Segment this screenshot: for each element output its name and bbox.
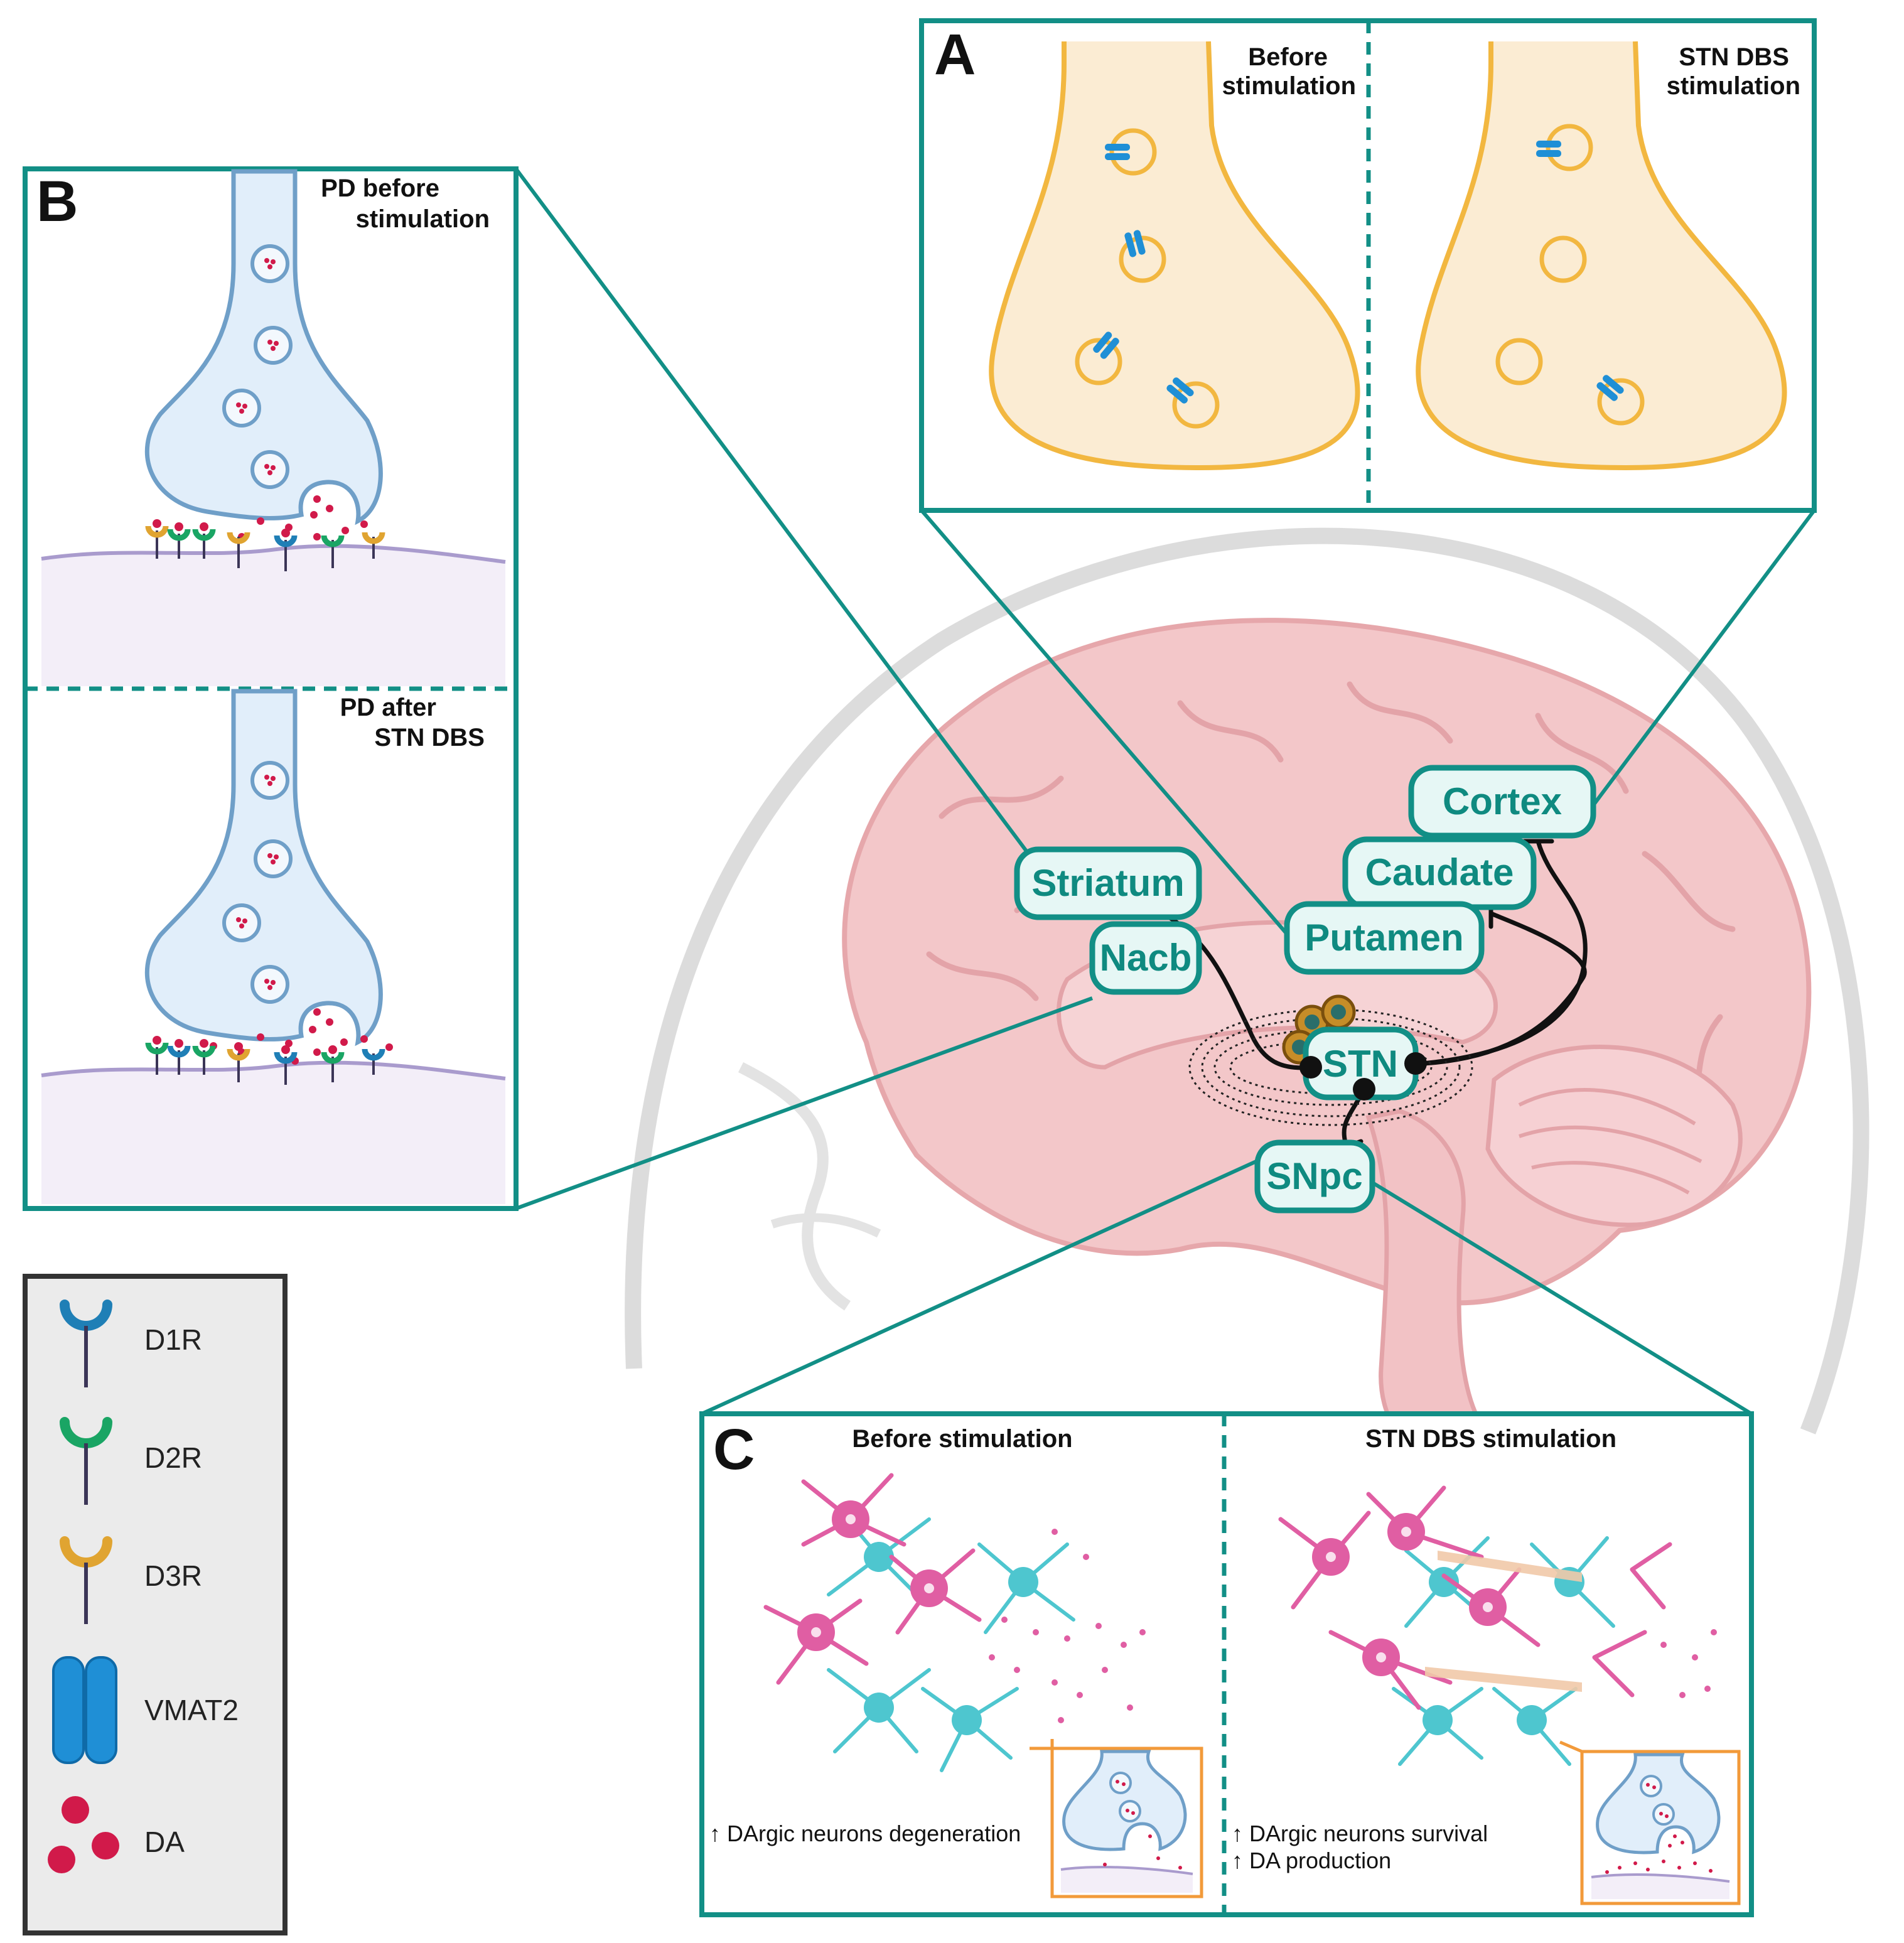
da-icon [48, 1796, 119, 1873]
region-snpc-label: SNpc [1266, 1155, 1362, 1197]
callout-lines [514, 168, 1816, 1416]
panel-c: C Before stimulation STN DBS stimulation [699, 1411, 1754, 1917]
neurons-degenerating [763, 1473, 1146, 1772]
region-striatum-label: Striatum [1031, 862, 1184, 904]
panel-c-inset-after [1559, 1740, 1741, 1905]
panel-a-terminal-before [989, 41, 1360, 471]
panel-a-before-label-2: stimulation [1222, 72, 1356, 100]
panel-a-before-label-1: Before [1248, 43, 1328, 71]
panel-c-inset-before [1030, 1739, 1203, 1898]
legend-vmat2: VMAT2 [52, 1656, 239, 1764]
panel-a-letter: A [934, 23, 976, 87]
head-background [625, 527, 1869, 1434]
pathway-origins [1299, 1052, 1427, 1101]
legend-d2r: D2R [60, 1417, 202, 1505]
panel-c-left-note: ↑ DArgic neurons degeneration [709, 1821, 1021, 1846]
legend-d2r-label: D2R [144, 1441, 202, 1474]
panel-b-bottom-label-1: PD after [340, 694, 436, 721]
panel-c-left-title: Before stimulation [852, 1425, 1072, 1453]
legend-d3r-label: D3R [144, 1559, 202, 1592]
panel-a: A Before stimulation STN DBS stimulation [919, 18, 1817, 513]
panel-b-synapse-after [41, 689, 506, 1204]
region-caudate-label: Caudate [1365, 851, 1514, 893]
region-stn-label: STN [1323, 1043, 1398, 1085]
panel-b-top-label-1: PD before [321, 175, 439, 202]
region-cortex[interactable]: Cortex [1408, 765, 1596, 839]
panel-b-top-label-2: stimulation [356, 205, 490, 233]
panel-b-synapse-before [41, 169, 506, 686]
panel-b-bottom-label-2: STN DBS [374, 724, 485, 751]
region-nacb-label: Nacb [1100, 937, 1192, 979]
legend-da-label: DA [144, 1826, 185, 1858]
region-striatum[interactable]: Striatum [1014, 846, 1202, 920]
panel-c-right-title: STN DBS stimulation [1365, 1425, 1616, 1453]
region-nacb[interactable]: Nacb [1089, 921, 1202, 995]
panel-a-dbs-label-1: STN DBS [1679, 43, 1789, 71]
neurons-surviving [1278, 1485, 1717, 1766]
region-cortex-label: Cortex [1443, 780, 1562, 822]
panel-a-dbs-label-2: stimulation [1667, 72, 1800, 100]
panel-c-letter: C [713, 1418, 755, 1482]
region-putamen[interactable]: Putamen [1284, 901, 1485, 975]
panel-b-letter: B [36, 170, 78, 234]
panel-c-right-note-1: ↑ DArgic neurons survival [1232, 1821, 1488, 1846]
legend: D1R D2R D3R VMAT2 DA [23, 1274, 288, 1935]
panel-a-terminal-dbs [1416, 41, 1787, 471]
region-caudate[interactable]: Caudate [1342, 836, 1537, 910]
legend-d1r-label: D1R [144, 1323, 202, 1356]
panel-c-right-note-2: ↑ DA production [1232, 1848, 1391, 1873]
region-stn[interactable]: STN [1303, 1026, 1419, 1101]
legend-vmat2-label: VMAT2 [144, 1694, 239, 1726]
vmat2-icon [52, 1656, 117, 1764]
legend-d1r: D1R [60, 1300, 202, 1387]
legend-d3r: D3R [60, 1536, 202, 1624]
region-snpc[interactable]: SNpc [1254, 1139, 1375, 1214]
region-putamen-label: Putamen [1304, 917, 1463, 959]
legend-da: DA [48, 1796, 185, 1873]
panel-b: B PD before stimulation PD after STN DBS [23, 166, 519, 1211]
